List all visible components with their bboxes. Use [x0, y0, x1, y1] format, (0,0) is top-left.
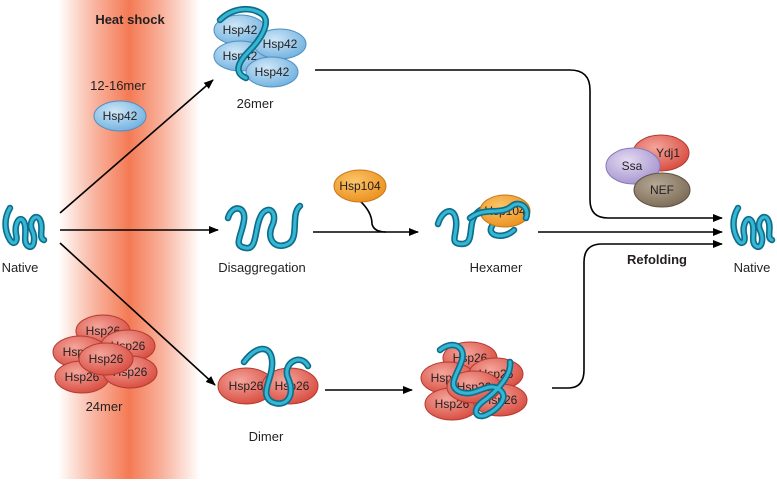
native-label-right: Native — [734, 260, 771, 275]
ssa-label: Ssa — [622, 159, 643, 173]
hsp42-label: Hsp42 — [223, 23, 258, 37]
hsp42-oligomer: Hsp42 — [213, 14, 267, 46]
pathway-arrows — [59, 69, 723, 394]
mer24-label: 24mer — [86, 399, 124, 414]
hsp26-subunit: Hsp26 — [78, 342, 134, 376]
hsp42-label: Hsp42 — [103, 109, 138, 123]
ydj1-label: Ydj1 — [656, 146, 680, 160]
hsp42-single: Hsp42 — [93, 100, 147, 132]
hsp104-label: Hsp104 — [339, 179, 381, 193]
hsp26-dimer: Hsp26 Hsp26 — [217, 345, 319, 407]
unfolded-protein — [224, 202, 304, 252]
hexamer-label: Hexamer — [470, 260, 523, 275]
hsp26-label: Hsp26 — [229, 379, 264, 393]
hsp26-label: Hsp26 — [65, 370, 100, 384]
heat-shock-band — [58, 0, 200, 479]
hsp70-system: Ydj1 Ssa NEF — [605, 134, 691, 208]
hsp42-oligomer: Hsp42 — [245, 56, 299, 88]
mer26-label: 26mer — [237, 96, 275, 111]
hsp104-recruit-line — [359, 200, 387, 233]
hsp42-26mer-cluster: Hsp42 Hsp42 Hsp42 Hsp42 — [213, 5, 307, 88]
hsp42-label: Hsp42 — [263, 37, 298, 51]
arrow-26mer-to-native — [315, 69, 723, 222]
native-protein-right — [730, 204, 776, 250]
nef-label: NEF — [650, 183, 674, 197]
native-protein-left — [2, 204, 48, 250]
arrow-24mer-to-native — [552, 240, 723, 389]
hsp42-label: Hsp42 — [255, 65, 290, 79]
arrow-to-26mer — [59, 79, 214, 214]
nef-protein — [633, 172, 691, 208]
heat-shock-label: Heat shock — [95, 12, 165, 27]
hsp104-free: Hsp104 — [333, 169, 387, 203]
hsp26-substrate-complex: Hsp26 Hsp26 Hsp26 Hsp26 Hsp26 Hsp26 — [420, 341, 528, 421]
hexamer-complex: Hsp104 — [434, 194, 531, 248]
arrow-to-dimer — [59, 242, 216, 386]
refolding-label: Refolding — [627, 252, 687, 267]
disaggregation-label: Disaggregation — [218, 260, 305, 275]
native-label-left: Native — [2, 260, 39, 275]
ssa-protein — [605, 147, 661, 185]
mer12-16-label: 12-16mer — [90, 78, 146, 93]
hsp26-label: Hsp26 — [89, 352, 124, 366]
hsp26-24mer-cluster: Hsp26 Hsp26 Hsp26 Hsp26 Hsp26 Hsp26 — [52, 314, 158, 394]
dimer-label: Dimer — [249, 429, 284, 444]
